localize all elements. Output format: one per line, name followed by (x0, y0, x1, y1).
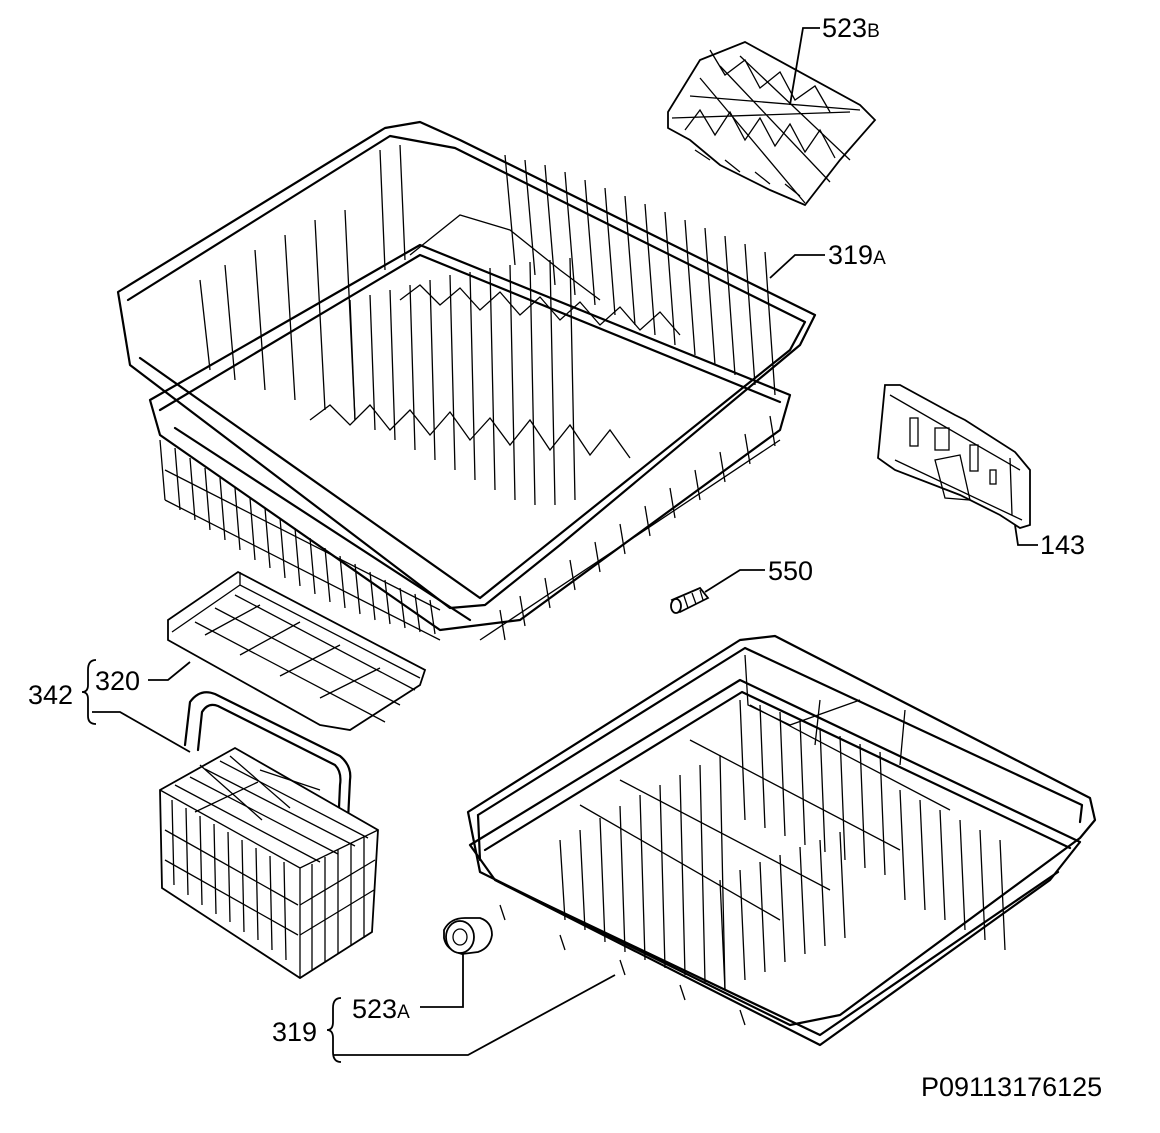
pin-part (670, 586, 710, 614)
leader-342 (92, 711, 191, 753)
label-319: 319 (272, 1017, 317, 1047)
label-319a: 319A (828, 240, 886, 270)
wheel-part (443, 917, 493, 955)
leader-523b (789, 27, 820, 106)
label-342: 342 (28, 680, 73, 710)
plate-rack-insert-part (667, 41, 877, 207)
cutlery-lid-part (167, 570, 427, 731)
cutlery-basket-part (159, 691, 379, 980)
leader-320 (148, 661, 191, 681)
drawing-code: P09113176125 (921, 1072, 1102, 1102)
leader-523a (420, 954, 464, 1008)
leader-550 (704, 569, 765, 593)
rail-bracket-part (877, 384, 1031, 529)
label-523b: 523B (822, 13, 880, 43)
label-320: 320 (95, 666, 140, 696)
leader-319a (769, 254, 825, 279)
label-523a: 523A (352, 994, 410, 1024)
brace-342 (81, 659, 97, 725)
leader-143 (1014, 524, 1038, 546)
label-143: 143 (1040, 530, 1085, 560)
lower-basket-part (466, 634, 1097, 1047)
leader-319 (333, 974, 616, 1056)
brace-319 (326, 997, 342, 1063)
label-550: 550 (768, 556, 813, 586)
upper-basket-part (116, 120, 817, 641)
